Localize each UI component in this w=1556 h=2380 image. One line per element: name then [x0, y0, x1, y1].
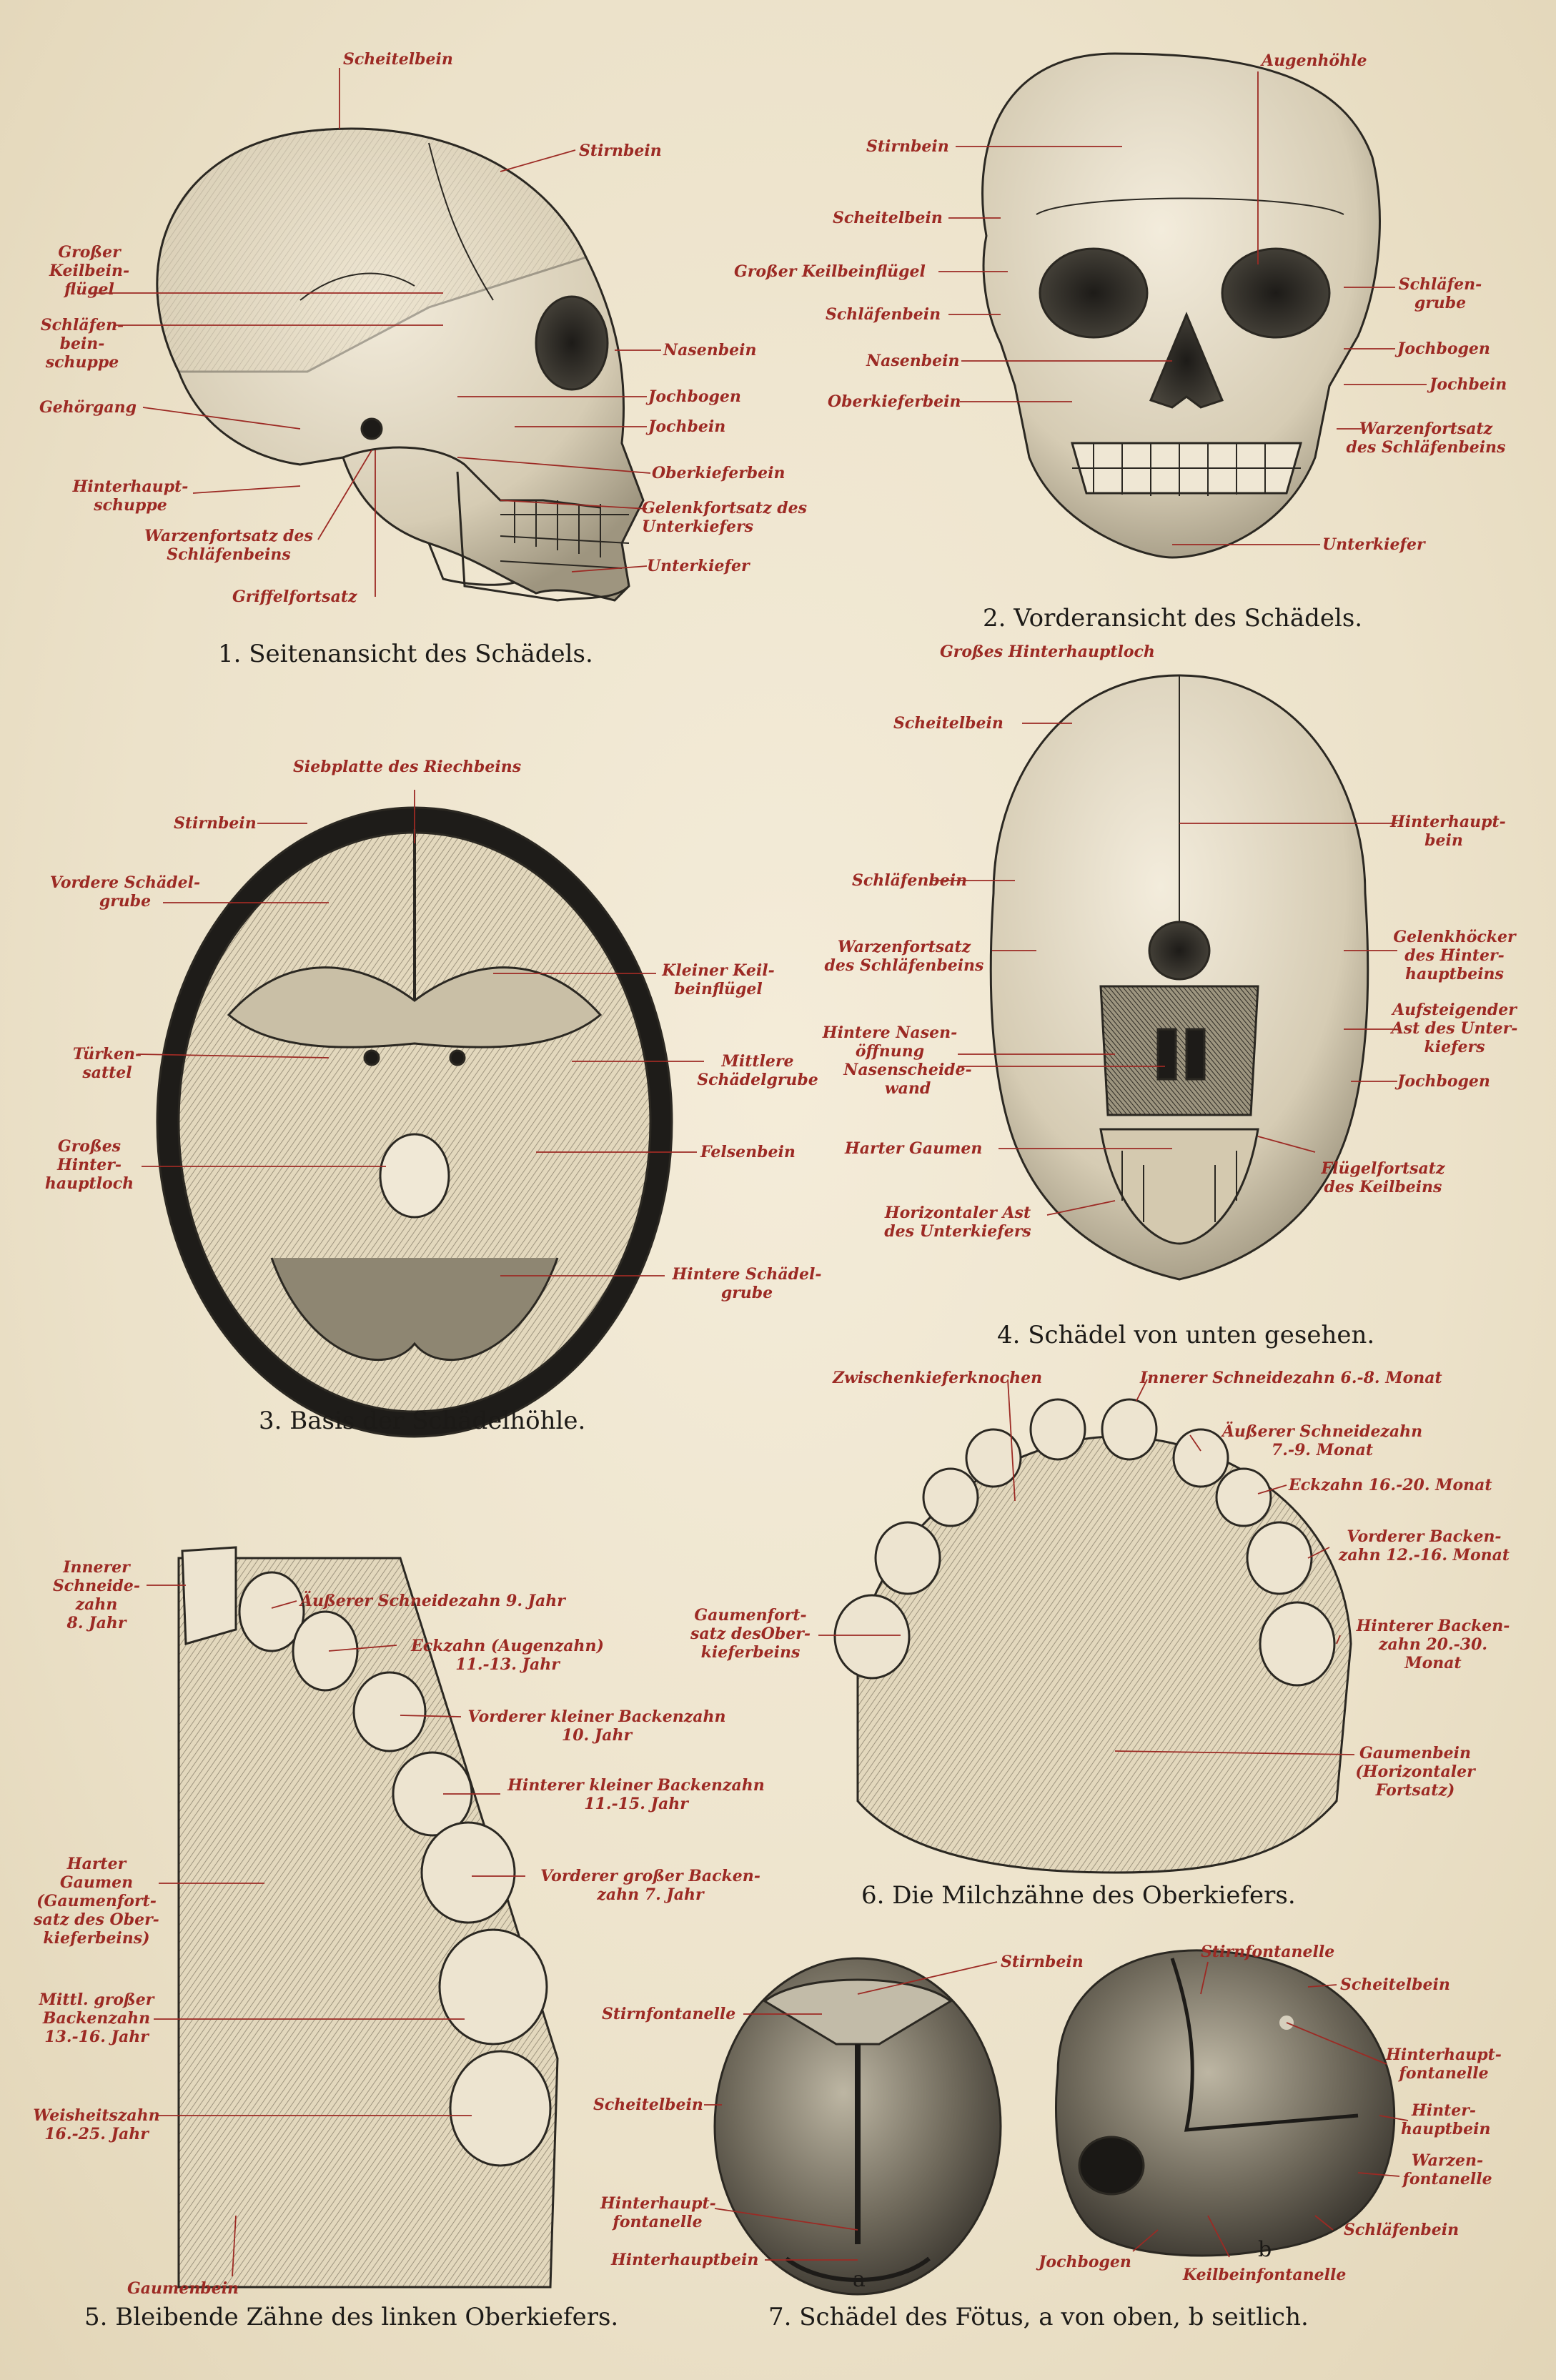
- fig4-label-gelenkhoecker: Gelenkhöcker des Hinter- hauptbeins: [1393, 928, 1516, 983]
- fig5-label-eckzahn: Eckzahn (Augenzahn) 11.-13. Jahr: [411, 1637, 604, 1674]
- fig3-cranial-base: [156, 806, 673, 1438]
- caption-fig5: 5. Bleibende Zähne des linken Oberkiefer…: [84, 2303, 619, 2331]
- fig2-label-warzenfortsatz: Warzenfortsatz des Schläfenbeins: [1346, 420, 1506, 457]
- fig7-label-hinterhauptbein-b: Hinter- hauptbein: [1401, 2101, 1491, 2138]
- fig7-label-scheitelbein-b: Scheitelbein: [1340, 1975, 1450, 1994]
- fig7-label-hinterhauptbein-a: Hinterhauptbein: [611, 2251, 759, 2269]
- fig3-label-tuerkensattel: Türken- sattel: [72, 1045, 142, 1082]
- fig6-deciduous-teeth: [833, 1398, 1352, 1874]
- fig5-label-hinterer-kleiner-backenzahn: Hinterer kleiner Backenzahn 11.-15. Jahr: [507, 1776, 765, 1813]
- fig2-label-stirnbein: Stirnbein: [866, 137, 949, 156]
- fig1-label-scheitelbein: Scheitelbein: [343, 50, 453, 69]
- fig5-label-aeusserer-schneidezahn: Äußerer Schneidezahn 9. Jahr: [300, 1592, 565, 1610]
- fig1-label-hinterhauptschuppe: Hinterhaupt- schuppe: [72, 477, 189, 515]
- fig7-label-hinterhauptfontanelle-b: Hinterhaupt- fontanelle: [1386, 2046, 1502, 2083]
- fig1-label-grosser-keilbeinfluegel: Großer Keilbein- flügel: [49, 243, 130, 299]
- fig2-label-oberkieferbein: Oberkieferbein: [828, 392, 961, 411]
- caption-fig7: 7. Schädel des Fötus, a von oben, b seit…: [768, 2303, 1309, 2331]
- fig6-label-aeusserer-schneidezahn: Äußerer Schneidezahn 7.-9. Monat: [1221, 1422, 1423, 1459]
- fig1-label-unterkiefer: Unterkiefer: [647, 557, 750, 575]
- caption-fig2: 2. Vorderansicht des Schädels.: [983, 604, 1363, 633]
- fig4-label-hinterhauptbein: Hinterhaupt- bein: [1390, 813, 1506, 850]
- fig6-label-gaumenbein: Gaumenbein (Horizontaler Fortsatz): [1355, 1744, 1475, 1800]
- fig3-label-kleiner-keilbeinfluegel: Kleiner Keil- beinflügel: [662, 961, 775, 998]
- caption-fig1: 1. Seitenansicht des Schädels.: [218, 640, 593, 668]
- fig5-label-vorderer-kleiner-backenzahn: Vorderer kleiner Backenzahn 10. Jahr: [467, 1707, 726, 1745]
- fig5-label-harter-gaumen: Harter Gaumen (Gaumenfort- satz des Ober…: [34, 1855, 159, 1948]
- fig2-label-augenhoehle: Augenhöhle: [1262, 51, 1367, 70]
- fig2-label-jochbein: Jochbein: [1429, 375, 1507, 394]
- fig7a-fetal-skull-top: [713, 1957, 1002, 2296]
- fig5-label-vorderer-grosser-backenzahn: Vorderer großer Backen- zahn 7. Jahr: [540, 1867, 760, 1904]
- fig1-label-nasenbein: Nasenbein: [663, 341, 757, 360]
- fig5-label-innerer-schneidezahn: Innerer Schneide- zahn 8. Jahr: [52, 1558, 141, 1632]
- fig1-lateral-skull: [156, 127, 645, 602]
- fig6-label-gaumenfortsatz: Gaumenfort- satz desOber- kieferbeins: [690, 1606, 811, 1662]
- fig6-label-innerer-schneidezahn: Innerer Schneidezahn 6.-8. Monat: [1140, 1369, 1442, 1387]
- fig4-label-horizontaler-ast: Horizontaler Ast des Unterkiefers: [884, 1204, 1031, 1241]
- fig5-label-gaumenbein: Gaumenbein: [127, 2279, 239, 2298]
- fig7-label-keilbeinfontanelle: Keilbeinfontanelle: [1183, 2266, 1347, 2284]
- caption-fig4: 4. Schädel von unten gesehen.: [997, 1321, 1375, 1349]
- fig7-label-stirnfontanelle-b: Stirnfontanelle: [1201, 1943, 1335, 1961]
- fig4-label-aufsteigender-ast: Aufsteigender Ast des Unter- kiefers: [1391, 1001, 1518, 1056]
- fig1-label-gehoergang: Gehörgang: [39, 398, 137, 417]
- fig7-label-stirnbein: Stirnbein: [1001, 1953, 1084, 1971]
- fig7-label-stirnfontanelle-a: Stirnfontanelle: [602, 2005, 736, 2023]
- fig7-label-jochbogen: Jochbogen: [1039, 2253, 1131, 2271]
- fig2-label-nasenbein: Nasenbein: [866, 352, 960, 370]
- caption-fig3: 3. Basis der Schädelhöhle.: [259, 1407, 586, 1435]
- fig1-label-gelenkfortsatz: Gelenkfortsatz des Unterkiefers: [642, 499, 807, 536]
- fig2-label-jochbogen: Jochbogen: [1397, 339, 1490, 358]
- fig3-label-siebplatte: Siebplatte des Riechbeins: [293, 758, 522, 776]
- fig7-sublabel-b: b: [1258, 2237, 1272, 2262]
- fig1-label-jochbein: Jochbein: [648, 417, 726, 436]
- fig6-label-vorderer-backenzahn: Vorderer Backen- zahn 12.-16. Monat: [1338, 1527, 1510, 1565]
- fig7-label-warzenfontanelle: Warzen- fontanelle: [1402, 2151, 1492, 2188]
- fig1-label-griffelfortsatz: Griffelfortsatz: [232, 587, 357, 606]
- fig4-label-schlaefenbein: Schläfenbein: [852, 871, 968, 890]
- fig7-label-hinterhauptfontanelle-a: Hinterhaupt- fontanelle: [600, 2194, 716, 2231]
- fig2-label-scheitelbein: Scheitelbein: [833, 209, 943, 227]
- fig2-label-schlaefengrube: Schläfen- grube: [1398, 275, 1482, 312]
- fig6-label-zwischenkieferknochen: Zwischenkieferknochen: [833, 1369, 1043, 1387]
- fig4-label-nasenscheidewand: Nasenscheide- wand: [843, 1061, 972, 1098]
- fig7b-fetal-skull-side: [1055, 1949, 1396, 2257]
- fig2-label-unterkiefer: Unterkiefer: [1322, 535, 1425, 554]
- fig1-label-schlaefenbeinschuppe: Schläfen- bein- schuppe: [40, 316, 124, 372]
- label-leader-lines: [89, 68, 1427, 2277]
- fig5-label-mittl-grosser-backenzahn: Mittl. großer Backenzahn 13.-16. Jahr: [39, 1990, 154, 2046]
- fig1-label-stirnbein: Stirnbein: [579, 142, 662, 160]
- fig4-label-warzenfortsatz: Warzenfortsatz des Schläfenbeins: [824, 938, 984, 975]
- fig6-label-hinterer-backenzahn: Hinterer Backen- zahn 20.-30. Monat: [1356, 1617, 1510, 1672]
- fig7-sublabel-a: a: [853, 2267, 866, 2292]
- fig4-label-grosses-hinterhauptloch: Großes Hinterhauptloch: [940, 643, 1155, 661]
- fig4-label-jochbogen: Jochbogen: [1397, 1072, 1490, 1091]
- fig2-label-schlaefenbein: Schläfenbein: [826, 305, 941, 324]
- fig3-label-mittlere-schaedelgrube: Mittlere Schädelgrube: [697, 1052, 818, 1089]
- fig3-label-stirnbein: Stirnbein: [174, 814, 257, 833]
- fig3-label-grosses-hinterhauptloch: Großes Hinter- hauptloch: [44, 1137, 134, 1193]
- fig5-label-weisheitszahn: Weisheitszahn 16.-25. Jahr: [33, 2106, 160, 2143]
- fig3-label-vordere-schaedelgrube: Vordere Schädel- grube: [49, 873, 201, 911]
- fig4-label-fluegelfortsatz: Flügelfortsatz des Keilbeins: [1321, 1159, 1445, 1196]
- fig4-skull-inferior: [989, 674, 1369, 1281]
- fig4-label-hintere-nasenoeffnung: Hintere Nasen- öffnung: [822, 1023, 958, 1061]
- fig5-permanent-teeth: [177, 1546, 559, 2289]
- fig2-frontal-skull: [981, 52, 1381, 559]
- fig1-label-warzenfortsatz: Warzenfortsatz des Schläfenbeins: [144, 527, 313, 564]
- fig1-label-oberkieferbein: Oberkieferbein: [652, 464, 786, 482]
- fig7-label-schlaefenbein: Schläfenbein: [1344, 2221, 1460, 2239]
- fig1-label-jochbogen: Jochbogen: [648, 387, 741, 406]
- fig6-label-eckzahn: Eckzahn 16.-20. Monat: [1289, 1476, 1492, 1494]
- fig4-label-scheitelbein: Scheitelbein: [893, 714, 1004, 733]
- caption-fig6: 6. Die Milchzähne des Oberkiefers.: [861, 1881, 1296, 1910]
- fig7-label-scheitelbein-a: Scheitelbein: [593, 2096, 703, 2114]
- fig3-label-felsenbein: Felsenbein: [700, 1143, 796, 1161]
- fig4-label-harter-gaumen: Harter Gaumen: [845, 1139, 983, 1158]
- fig3-label-hintere-schaedelgrube: Hintere Schädel- grube: [672, 1265, 822, 1302]
- fig2-label-grosser-keilbeinfluegel: Großer Keilbeinflügel: [734, 262, 926, 281]
